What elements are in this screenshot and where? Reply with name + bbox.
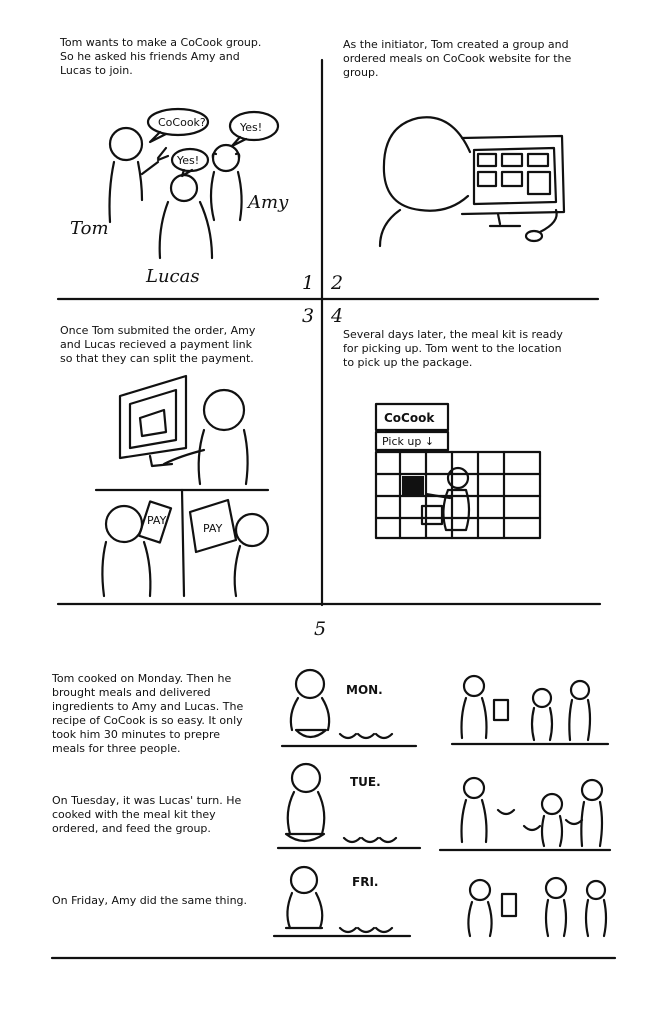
panel5-number: 5: [314, 618, 327, 640]
tablet-pay-text: PAY: [203, 522, 223, 535]
panel2-number: 2: [331, 272, 344, 294]
phone-pay-text: PAY: [147, 514, 167, 527]
panel1-number: 1: [302, 272, 315, 294]
name-lucas: Lucas: [146, 266, 200, 287]
panel5-row-mon-text: Tom cooked on Monday. Then he brought me…: [52, 672, 244, 755]
bubble-tom-text: CoCook?: [158, 116, 206, 129]
panel3-caption: Once Tom submited the order, Amy and Luc…: [60, 324, 256, 365]
day-tue: TUE.: [350, 775, 381, 789]
panel1-drawing: CoCook? Yes! Yes!: [108, 107, 280, 260]
name-amy: Amy: [248, 192, 289, 213]
name-tom: Tom: [70, 218, 109, 239]
panel3-drawing: PAY PAY: [94, 374, 270, 598]
sign-pickup-text: Pick up ↓: [382, 435, 434, 448]
panel5-row-tue-text: On Tuesday, it was Lucas' turn. He cooke…: [52, 794, 242, 835]
panel4-number: 4: [331, 305, 344, 327]
panel-grid: [50, 58, 617, 960]
panel4-caption: Several days later, the meal kit is read…: [343, 328, 563, 369]
bubble-lucas-text: Yes!: [176, 154, 199, 167]
day-fri: FRI.: [352, 875, 378, 889]
panel5-drawing: MON. TUE.: [272, 668, 612, 938]
sign-brand-text: CoCook: [384, 411, 435, 425]
panel2-drawing: [378, 116, 566, 248]
panel4-drawing: CoCook Pick up ↓: [374, 402, 542, 540]
panel5-row-fri-text: On Friday, Amy did the same thing.: [52, 894, 248, 907]
panel1-caption: Tom wants to make a CoCook group. So he …: [60, 36, 262, 77]
bubble-amy-text: Yes!: [239, 121, 262, 134]
panel3-number: 3: [302, 305, 315, 327]
day-mon: MON.: [346, 683, 383, 697]
panel2-caption: As the initiator, Tom created a group an…: [343, 38, 572, 79]
